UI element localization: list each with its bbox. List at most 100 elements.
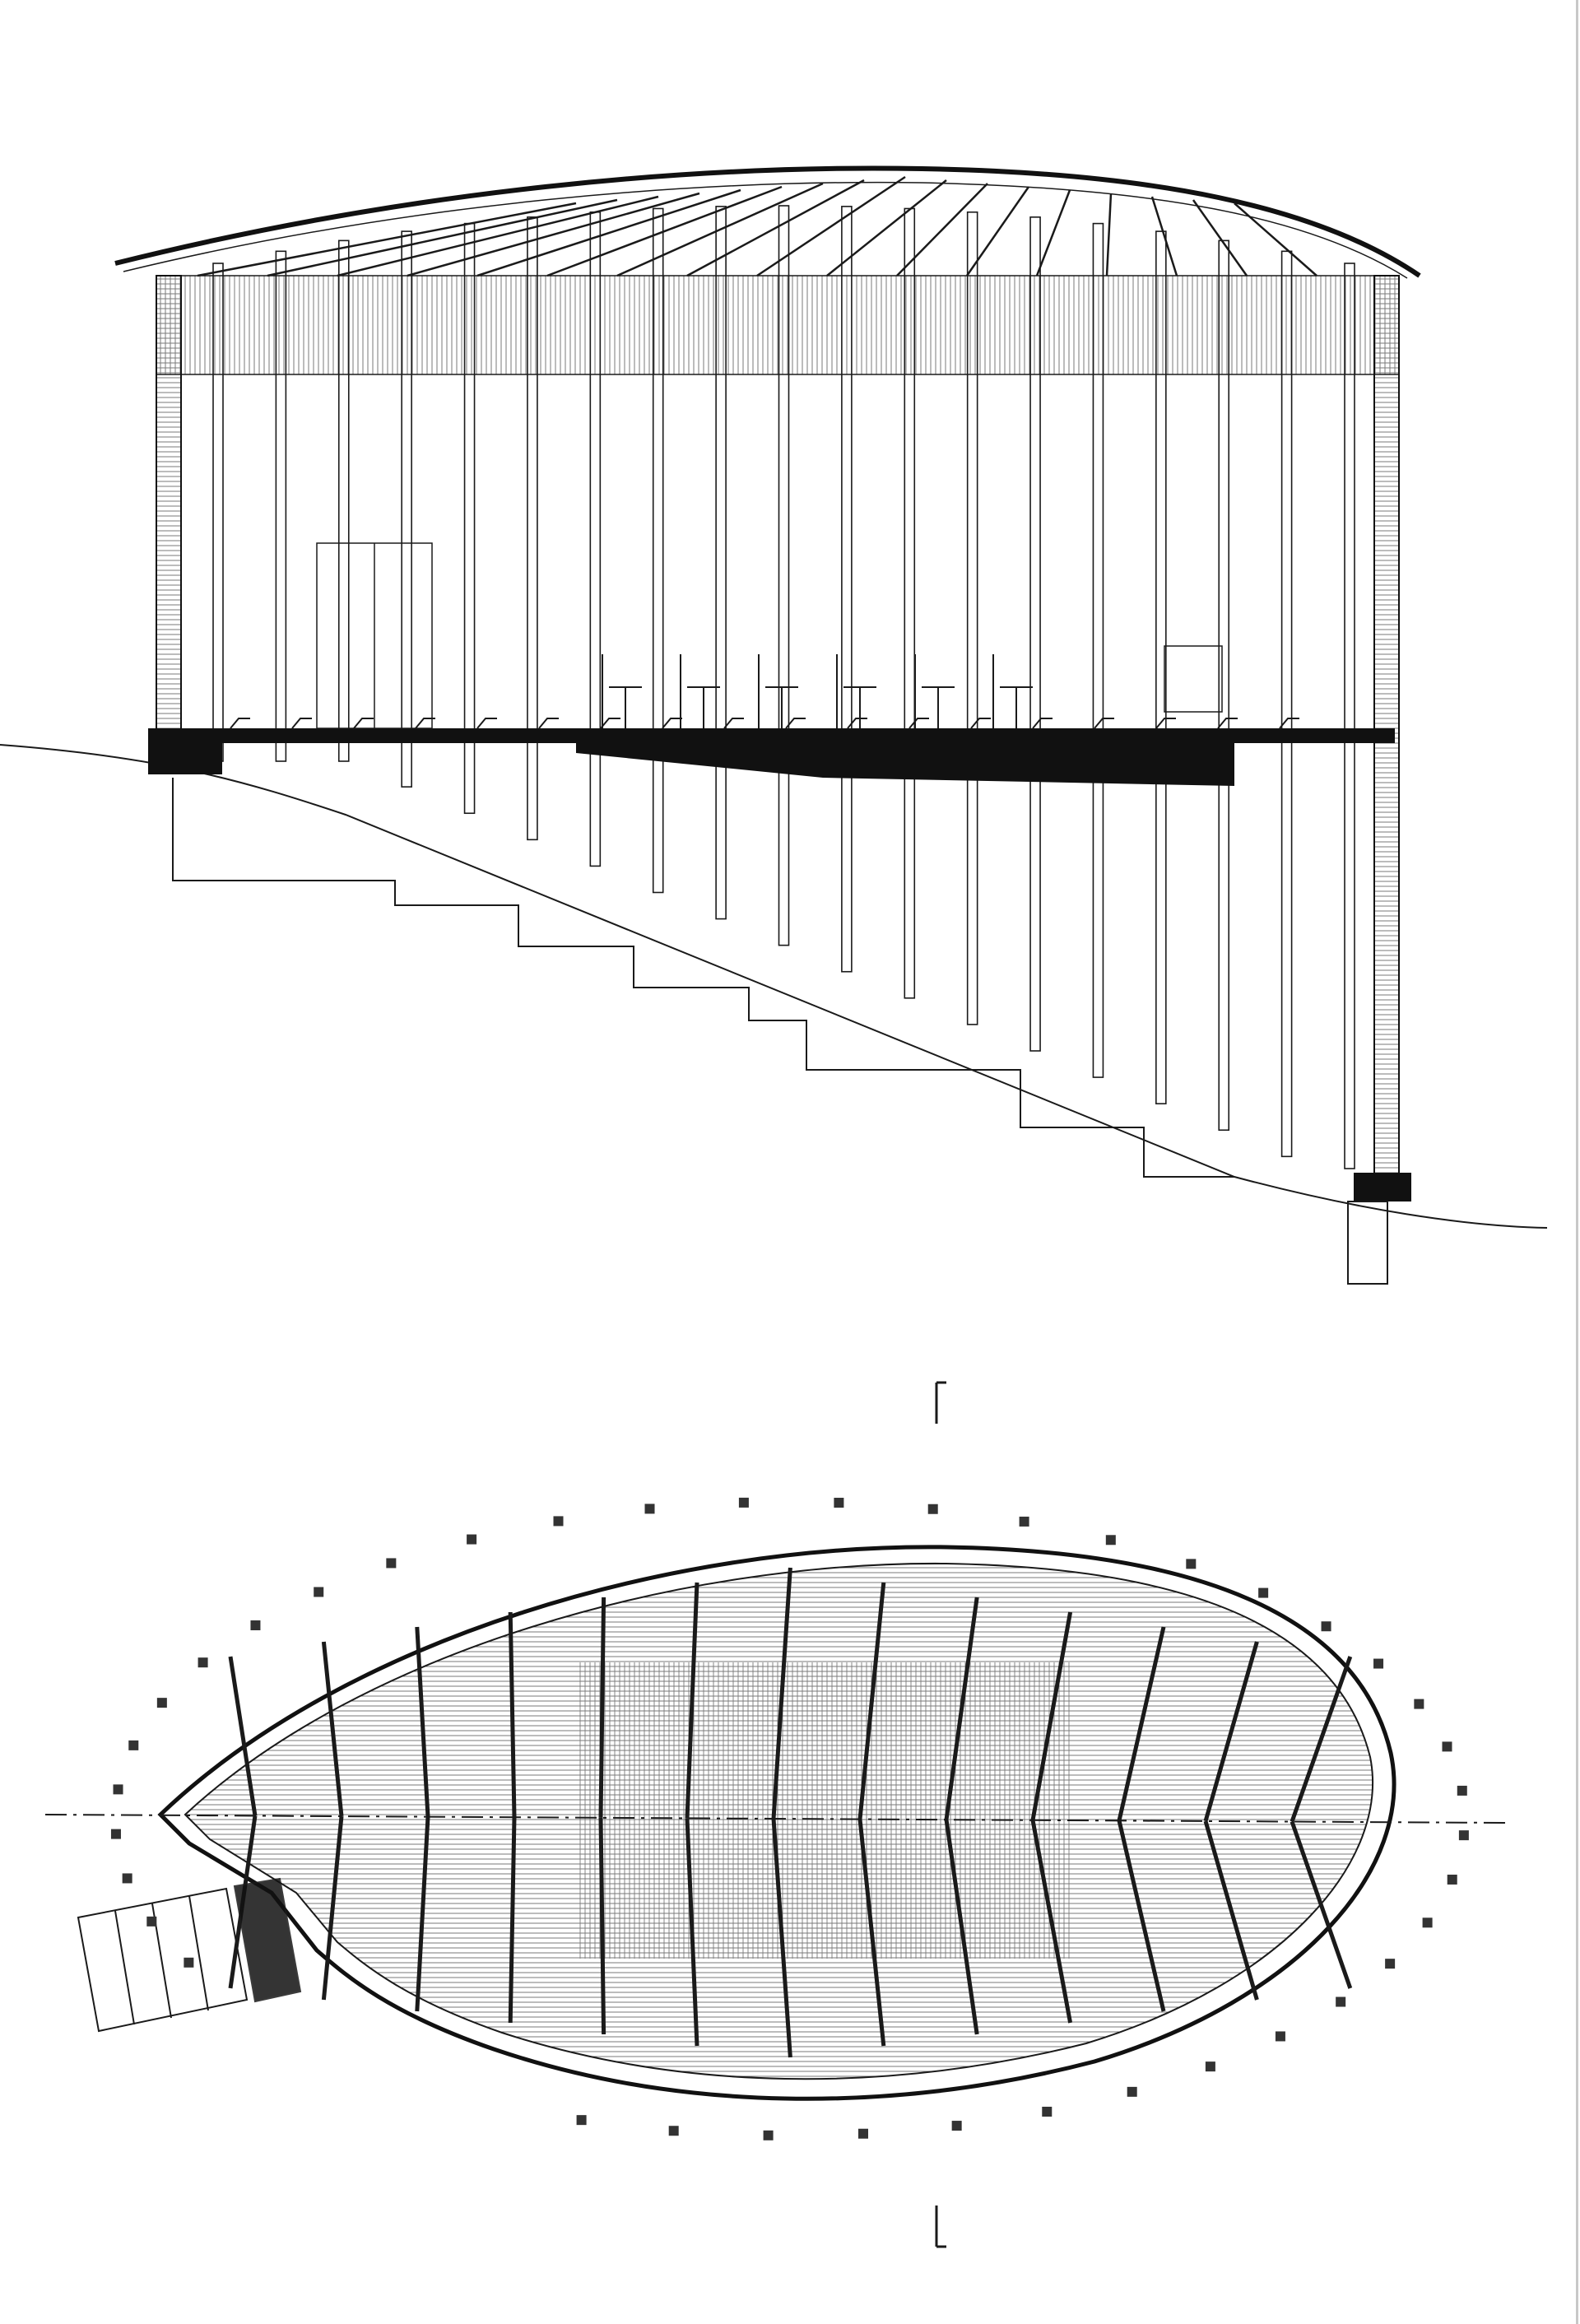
dimension-marker-28 [1447, 1874, 1457, 1885]
dimension-marker-16 [834, 1498, 844, 1508]
dimension-marker-31 [1336, 1996, 1346, 2007]
column-19 [1344, 263, 1355, 1169]
rib-bottom-4 [508, 1817, 517, 2024]
rib-bottom-5 [598, 1817, 606, 2035]
curved-roof [114, 165, 1421, 278]
rib-bottom-7 [771, 1818, 792, 2058]
column-14 [1029, 216, 1041, 1052]
section-marker-bottom [935, 2205, 946, 2248]
dimension-marker-11 [386, 1558, 397, 1569]
column-16 [1155, 230, 1167, 1104]
rib-bottom-12 [1203, 1820, 1259, 2001]
column-13 [966, 211, 978, 1025]
dimension-marker-27 [1458, 1830, 1469, 1841]
roof-rafters [197, 175, 1317, 277]
dimension-marker-9 [250, 1620, 261, 1631]
dimension-marker-13 [553, 1516, 564, 1527]
rafter-9 [756, 175, 906, 277]
rib-top-12 [1203, 1641, 1259, 1822]
rib-bottom-6 [685, 1818, 699, 2047]
stepped-foundation [172, 778, 1234, 1178]
rib-top-1 [228, 1656, 258, 1816]
dimension-marker-36 [951, 2121, 962, 2131]
dimension-marker-21 [1258, 1587, 1269, 1598]
dimension-marker-2 [146, 1916, 157, 1927]
dimension-marker-5 [113, 1784, 123, 1795]
rib-bottom-11 [1117, 1820, 1166, 2012]
dimension-marker-18 [1019, 1516, 1029, 1527]
rafter-12 [965, 186, 1030, 277]
column-11 [841, 206, 853, 973]
left-wall [156, 275, 182, 746]
rib-top-2 [321, 1641, 344, 1817]
entrance-stairs [77, 1877, 302, 2033]
dimension-marker-34 [1127, 2086, 1137, 2097]
rafter-7 [616, 182, 824, 277]
rib-top-9 [944, 1597, 979, 1820]
rafter-14 [1105, 193, 1113, 277]
column-9 [715, 206, 727, 920]
rib-top-3 [415, 1626, 430, 1817]
right-pier [1347, 1201, 1388, 1285]
column-3 [337, 239, 350, 762]
rafter-17 [1234, 202, 1317, 277]
rib-bottom-9 [944, 1819, 979, 2035]
rib-top-6 [685, 1582, 699, 1819]
dimension-marker-39 [668, 2126, 679, 2136]
dimension-marker-32 [1275, 2031, 1285, 2042]
rib-top-10 [1030, 1611, 1073, 1821]
dimension-markers [110, 1497, 1469, 2140]
building-section-drawing [0, 165, 1548, 1285]
dimension-marker-24 [1414, 1699, 1424, 1709]
column-2 [275, 250, 287, 762]
left-footing [148, 743, 222, 774]
side-window [1164, 645, 1223, 713]
dimension-marker-7 [156, 1698, 167, 1708]
rib-top-4 [508, 1611, 517, 1818]
column-7 [589, 211, 602, 867]
rib-top-8 [857, 1582, 886, 1820]
rib-top-7 [771, 1567, 792, 1820]
dimension-marker-15 [738, 1497, 749, 1508]
column-5 [463, 222, 476, 815]
dimension-marker-26 [1457, 1785, 1467, 1796]
rib-bottom-13 [1290, 1820, 1353, 1989]
dimension-marker-14 [644, 1504, 655, 1514]
rib-top-5 [598, 1597, 606, 1818]
rafter-4 [407, 192, 700, 277]
plan-outer-wall [157, 1545, 1396, 2101]
right-footing [1354, 1173, 1411, 1202]
rib-top-11 [1117, 1626, 1166, 1821]
dimension-marker-4 [110, 1829, 121, 1839]
sheet-border [1576, 0, 1578, 2324]
dimension-marker-30 [1385, 1959, 1396, 1969]
dimension-marker-6 [128, 1740, 139, 1750]
rib-bottom-3 [415, 1816, 430, 2012]
rafter-11 [896, 183, 988, 277]
column-15 [1092, 222, 1104, 1078]
dimension-marker-20 [1186, 1559, 1197, 1569]
dimension-marker-25 [1442, 1741, 1452, 1752]
dimension-marker-37 [857, 2128, 868, 2139]
dimension-marker-19 [1105, 1535, 1116, 1545]
rafter-10 [826, 179, 947, 277]
dimension-marker-29 [1422, 1917, 1433, 1928]
dimension-marker-35 [1042, 2106, 1053, 2117]
rafter-15 [1150, 196, 1178, 277]
column-18 [1280, 250, 1293, 1158]
rafter-5 [476, 188, 741, 277]
rafter-2 [267, 198, 618, 277]
column-12 [904, 207, 916, 999]
column-6 [527, 216, 538, 841]
rafter-3 [337, 195, 659, 277]
clerestory-band [156, 275, 1400, 375]
dimension-marker-3 [122, 1873, 132, 1884]
dimension-marker-40 [576, 2115, 587, 2126]
column-8 [652, 207, 664, 894]
dimension-marker-23 [1373, 1658, 1384, 1669]
rafter-8 [686, 179, 865, 277]
floor-thickening [576, 743, 1234, 786]
rafter-1 [197, 202, 577, 277]
rib-top-13 [1290, 1656, 1353, 1823]
